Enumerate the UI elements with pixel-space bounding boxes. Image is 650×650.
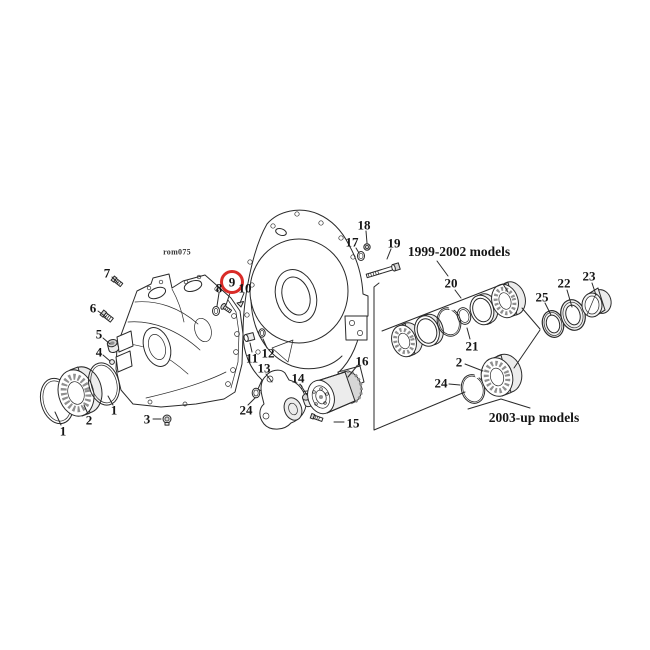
callout-12: 12 — [261, 345, 275, 361]
callout-10: 10 — [238, 280, 252, 296]
callout-2-b: 2 — [455, 354, 463, 370]
oring-12-drawing — [258, 328, 266, 338]
callout-25: 25 — [535, 289, 549, 305]
callout-2-a: 2 — [85, 412, 93, 428]
group-bracket-lines — [373, 282, 541, 431]
red-highlight-circle — [220, 270, 244, 294]
callout-16: 16 — [355, 353, 369, 369]
callout-17: 17 — [345, 234, 359, 250]
oil-filter-assembly-drawing — [259, 369, 363, 430]
callout-22: 22 — [557, 275, 571, 291]
oring-17-drawing — [357, 251, 365, 261]
pin-11-drawing — [243, 332, 256, 342]
plug-3-drawing — [162, 414, 172, 426]
leader-lines — [54, 230, 597, 426]
callout-24-a: 24 — [239, 402, 253, 418]
callout-14: 14 — [291, 370, 305, 386]
callout-19: 19 — [387, 235, 401, 251]
washer-8-drawing — [212, 306, 220, 316]
callout-1-a: 1 — [59, 423, 67, 439]
callout-5: 5 — [95, 326, 103, 342]
screw-9-drawing — [220, 303, 233, 314]
bolt-19-drawing — [365, 262, 401, 279]
callout-1-b: 1 — [110, 402, 118, 418]
callout-21: 21 — [465, 338, 479, 354]
callout-13: 13 — [257, 360, 271, 376]
callout-3: 3 — [143, 411, 151, 427]
callout-7: 7 — [103, 265, 111, 281]
callout-24-b: 24 — [434, 375, 448, 391]
bearing-row-1999-2002-drawing — [391, 281, 526, 358]
seal-and-bushing-drawings — [541, 287, 612, 338]
model-group-label-2003-up: 2003-up models — [488, 410, 580, 425]
callout-6: 6 — [89, 300, 97, 316]
callout-20: 20 — [444, 275, 458, 291]
fastener-drawings — [99, 243, 401, 426]
screw-15-drawing — [309, 412, 324, 422]
screw-6-drawing — [99, 309, 114, 323]
oil-filter-16-drawing — [307, 369, 363, 415]
callout-23: 23 — [582, 268, 596, 284]
model-group-label-1999-2002: 1999-2002 models — [407, 244, 511, 259]
callout-8: 8 — [215, 280, 223, 296]
left-crankcase-drawing — [115, 273, 244, 408]
callout-15: 15 — [346, 415, 360, 431]
callout-18: 18 — [357, 217, 371, 233]
nut-18-drawing — [363, 243, 371, 251]
cup-5-drawing — [106, 338, 120, 353]
ball-4-drawing — [109, 359, 115, 365]
oring-24-left-drawing — [251, 387, 261, 399]
main-bearing-set-drawing — [39, 362, 121, 425]
watermark-text: rom075 — [163, 247, 191, 257]
callout-11: 11 — [245, 350, 259, 366]
bearing-2003-up-drawing — [460, 353, 523, 404]
callout-4: 4 — [95, 344, 103, 360]
callout-9-highlighted: 9 — [228, 274, 236, 290]
